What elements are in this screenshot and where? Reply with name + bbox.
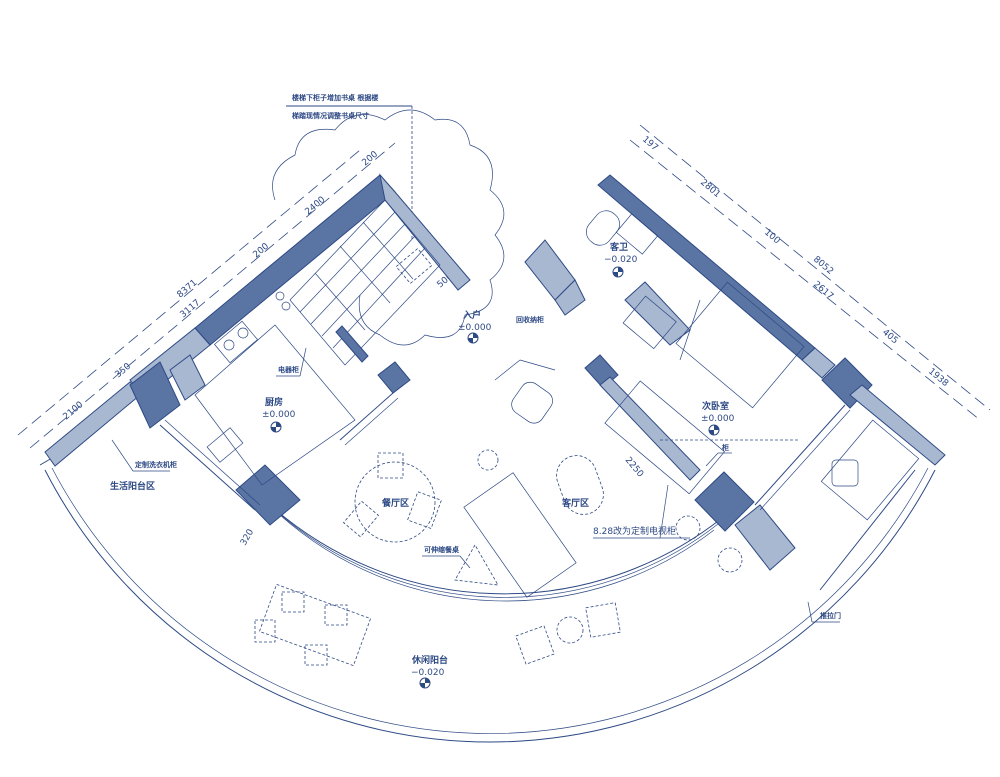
annotation-appliance: 电器柜 — [278, 365, 299, 374]
elevation-markers — [270, 266, 720, 689]
dim-405: 405 — [880, 328, 900, 347]
room-dining: 餐厅区 — [381, 497, 409, 509]
dim-2250: 2250 — [623, 456, 646, 480]
annotation-table: 可伸缩餐桌 — [424, 545, 459, 554]
bedroom-furniture — [586, 210, 920, 521]
dim-100: 100 — [762, 228, 782, 247]
living-furniture — [343, 359, 743, 598]
annotation-tv-cabinet: 8.28改为定制电视柜 — [593, 525, 676, 537]
level-marker-icon — [270, 421, 282, 433]
curved-window — [269, 504, 723, 602]
column — [129, 361, 181, 429]
dim-2801: 2801 — [698, 178, 722, 200]
annotation-washer: 定制洗衣机柜 — [135, 460, 177, 469]
annotations: 8.28改为定制电视柜 电器柜 定制洗衣机柜 回收纳柜 可伸缩餐桌 柜 推拉门 — [111, 315, 841, 623]
level-second-bedroom: ±0.000 — [701, 414, 735, 424]
dim-8371: 8371 — [176, 278, 200, 300]
dim-197: 197 — [640, 135, 660, 154]
revision-cloud — [272, 109, 505, 346]
room-second-bedroom: 次卧室 — [702, 400, 729, 412]
room-leisure-balcony: 休闲阳台 — [411, 654, 448, 666]
level-marker-icon — [612, 266, 624, 278]
left-wing-walls — [44, 173, 471, 526]
annotation-wardrobe: 柜 — [721, 443, 729, 452]
dim-200-a: 200 — [252, 241, 272, 260]
kitchen-furniture — [194, 291, 356, 486]
room-kitchen: 厨房 — [265, 396, 283, 408]
note-line-2: 梯踏现情况调整书桌尺寸 — [292, 111, 369, 120]
room-living: 客厅区 — [561, 497, 589, 509]
level-marker-icon — [708, 424, 720, 436]
room-entry: 入户 — [462, 309, 481, 321]
sofa — [463, 472, 577, 598]
note-line-1: 楼梯下柜子增加书桌 根据楼 — [292, 93, 378, 102]
level-leisure-balcony: −0.020 — [411, 668, 445, 678]
dim-320: 320 — [239, 527, 256, 547]
dim-2400: 2400 — [304, 195, 328, 218]
level-kitchen: ±0.000 — [262, 410, 296, 420]
level-entry: ±0.000 — [458, 323, 492, 333]
level-marker-icon — [467, 332, 479, 344]
column — [377, 361, 411, 394]
dim-2617: 2617 — [811, 280, 835, 302]
dim-2100: 2100 — [62, 400, 86, 423]
level-guest-bath: −0.020 — [604, 255, 638, 265]
dim-200-b: 200 — [361, 149, 381, 168]
column — [694, 471, 755, 532]
dimensions-right: 197 2801 100 8052 2617 405 1938 2250 — [623, 124, 991, 480]
annotation-door: 推拉门 — [820, 611, 841, 620]
room-guest-bath: 客卫 — [609, 241, 628, 253]
balcony-edge — [39, 457, 936, 743]
level-marker-icon — [419, 677, 431, 689]
room-labels: 入户 ±0.000 厨房 ±0.000 客卫 −0.020 次卧室 ±0.000… — [110, 241, 735, 678]
balcony-furniture — [254, 583, 621, 667]
column — [235, 464, 301, 526]
dim-1938: 1938 — [926, 367, 950, 390]
dining-table — [354, 461, 436, 543]
dim-3117: 3117 — [179, 298, 203, 320]
right-wing-walls — [524, 174, 946, 591]
room-utility-balcony: 生活阳台区 — [110, 480, 155, 492]
staircase — [289, 199, 441, 366]
annotation-storage: 回收纳柜 — [516, 315, 544, 324]
